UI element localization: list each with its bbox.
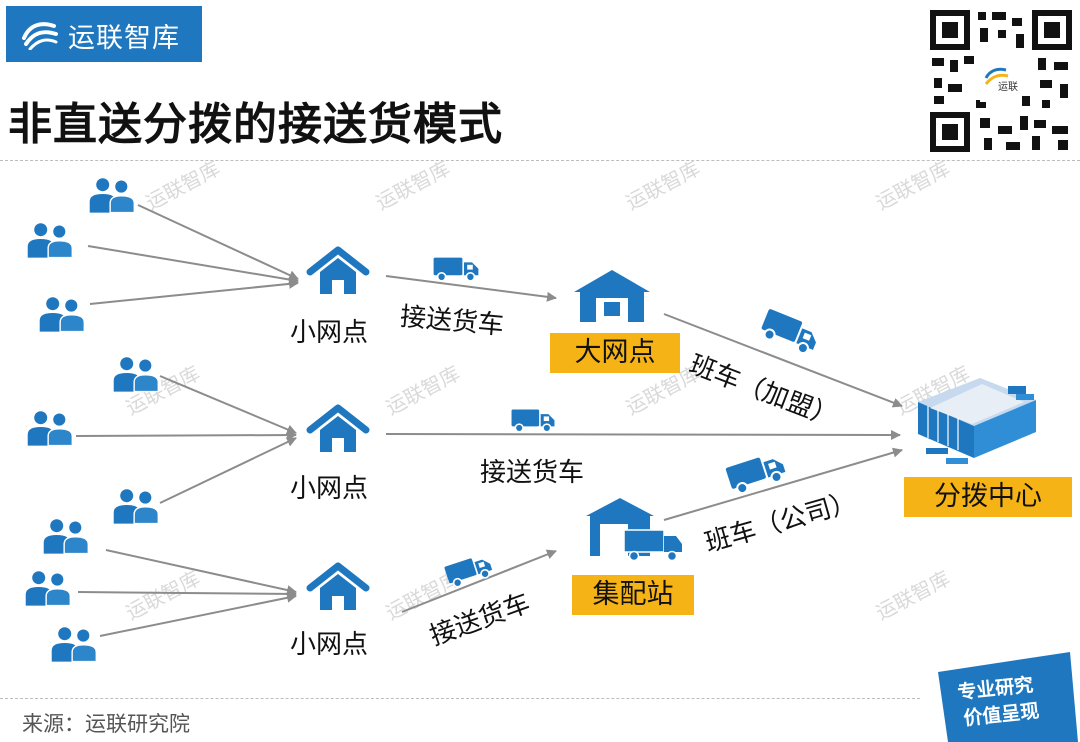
node-hub: 分拨中心 [904,477,1072,517]
node-small-point-2: 小网点 [290,474,369,504]
brand-name: 运联智库 [68,23,180,54]
truck-icon [443,552,495,590]
truck-icon [724,449,789,497]
warehouse-icon [586,498,682,562]
people-icon [113,356,159,392]
hub-icon [918,378,1036,464]
node-collect-station: 集配站 [572,575,694,615]
warehouse-icon [574,270,650,322]
node-small-point-1: 小网点 [290,318,369,348]
truck-icon [510,408,556,433]
node-small-point-3: 小网点 [290,630,369,660]
header-divider [0,160,1080,161]
truck-icon [757,307,823,358]
corner-badge [938,652,1078,742]
people-icon [43,518,89,554]
people-icon [113,488,159,524]
house-icon [310,408,366,452]
people-icon [27,222,73,258]
node-big-point: 大网点 [550,333,680,373]
truck-icon [432,256,480,282]
qr-code-icon: 运联 [928,8,1074,154]
people-icon [89,177,135,213]
house-icon [310,250,366,294]
people-icon [25,570,71,606]
brand-logo: 运联智库 [6,6,202,62]
people-icon [39,296,85,332]
brand-logo-icon [22,22,58,50]
edge-label-pickup-2: 接送货车 [480,458,585,488]
people-icon [27,410,73,446]
page-title: 非直送分拨的接送货模式 [8,99,503,150]
footer-divider [0,698,920,699]
house-icon [310,566,366,610]
svg-text:运联: 运联 [998,81,1018,93]
source-note: 来源：运联研究院 [22,712,190,736]
people-icon [51,626,97,662]
